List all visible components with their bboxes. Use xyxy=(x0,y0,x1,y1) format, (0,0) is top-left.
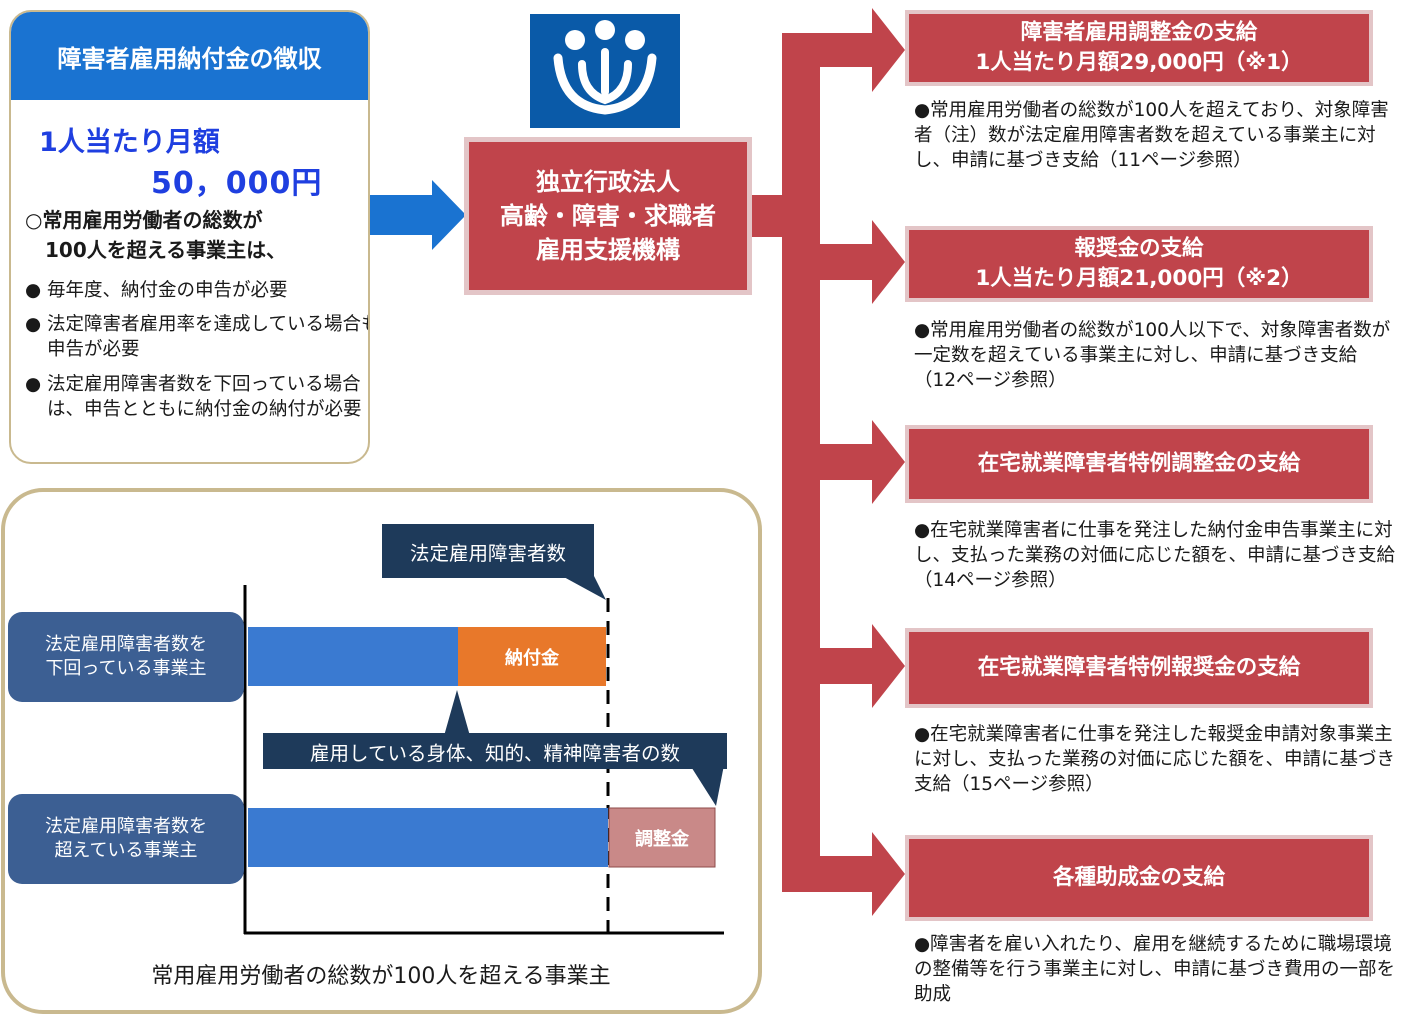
home-work-adjustment-box: 在宅就業障害者特例調整金の支給 xyxy=(905,425,1373,503)
row1-label-line-2: 下回っている事業主 xyxy=(45,658,207,679)
reward-payment-rate: 1人当たり月額21,000円（※2） xyxy=(975,266,1303,291)
organization-logo xyxy=(530,14,680,128)
levy-flow-arrow xyxy=(370,180,466,250)
row-label-above-quota: 法定雇用障害者数を 超えている事業主 xyxy=(8,794,244,884)
levy-segment-label: 納付金 xyxy=(505,647,559,669)
row2-adjust-segment xyxy=(608,807,716,868)
branch-arrow-4 xyxy=(820,624,905,708)
row1-label-line-1: 法定雇用障害者数を xyxy=(45,634,207,655)
adjustment-payment-desc: ●常用雇用労働者の総数が100人を超えており、対象障害者（注）数が法定雇用障害者… xyxy=(914,100,1389,171)
trunk xyxy=(782,52,820,877)
home-work-reward-title: 在宅就業障害者特例報奨金の支給 xyxy=(977,655,1301,680)
levy-bullet-2: 法定障害者雇用率を達成している場合も申告が必要 xyxy=(25,312,368,362)
levy-condition-title: ○常用雇用労働者の総数が 100人を超える事業主は、 xyxy=(25,205,365,265)
reward-payment-title: 報奨金の支給 xyxy=(1074,236,1204,261)
branch-arrow-5 xyxy=(782,832,905,916)
home-work-reward-desc: ●在宅就業障害者に仕事を発注した報奨金申請対象事業主に対し、支払った業務の対価に… xyxy=(914,724,1396,795)
reward-payment-box: 報奨金の支給 1人当たり月額21,000円（※2） xyxy=(905,226,1373,302)
adjustment-payment-box: 障害者雇用調整金の支給 1人当たり月額29,000円（※1） xyxy=(905,10,1373,86)
organization-line-1: 独立行政法人 xyxy=(536,168,680,196)
reward-payment-desc: ●常用雇用労働者の総数が100人以下で、対象障害者数が一定数を超えている事業主に… xyxy=(914,320,1391,391)
levy-card: 障害者雇用納付金の徴収 1人当たり月額 50，000円 ○常用雇用労働者の総数が… xyxy=(9,10,370,464)
employed-callout: 雇用している身体、知的、精神障害者の数 xyxy=(263,733,727,769)
row1-levy-segment xyxy=(458,627,606,686)
levy-header: 障害者雇用納付金の徴収 xyxy=(11,12,368,100)
adjust-segment-label: 調整金 xyxy=(635,828,689,850)
row-label-below-quota: 法定雇用障害者数を 下回っている事業主 xyxy=(8,612,244,702)
subsidy-box: 各種助成金の支給 xyxy=(905,835,1373,921)
jeed-logo-icon xyxy=(553,20,657,115)
levy-bullet-1: 毎年度、納付金の申告が必要 xyxy=(25,278,368,303)
levy-condition-line-1: ○常用雇用労働者の総数が xyxy=(25,208,263,232)
home-work-adjustment-desc: ●在宅就業障害者に仕事を発注した納付金申告事業主に対し、支払った業務の対価に応じ… xyxy=(914,520,1396,591)
levy-condition-line-2: 100人を超える事業主は、 xyxy=(45,238,287,262)
branch-arrows xyxy=(782,8,905,916)
organization-box: 独立行政法人 高齢・障害・求職者 雇用支援機構 xyxy=(464,137,752,295)
adjustment-payment-rate: 1人当たり月額29,000円（※1） xyxy=(975,50,1303,75)
row2-employed-bar xyxy=(248,808,608,867)
employed-callout-pointer-up xyxy=(444,690,470,736)
employed-callout-pointer-down xyxy=(690,765,724,806)
levy-rate-label: 1人当たり月額 xyxy=(39,127,220,158)
home-work-adjustment-title: 在宅就業障害者特例調整金の支給 xyxy=(977,451,1301,476)
quota-callout: 法定雇用障害者数 xyxy=(382,524,594,578)
home-work-reward-box: 在宅就業障害者特例報奨金の支給 xyxy=(905,628,1373,708)
chart-caption: 常用雇用労働者の総数が100人を超える事業主 xyxy=(151,964,611,989)
branch-arrow-3 xyxy=(820,420,905,504)
organization-line-3: 雇用支援機構 xyxy=(536,236,680,264)
branch-arrow-1 xyxy=(782,8,905,92)
quota-callout-pointer xyxy=(562,576,606,600)
branch-arrow-2 xyxy=(820,220,905,304)
row1-employed-bar xyxy=(248,627,458,686)
row2-label-line-1: 法定雇用障害者数を xyxy=(45,816,207,837)
adjustment-payment-title: 障害者雇用調整金の支給 xyxy=(1020,20,1258,45)
subsidy-desc: ●障害者を雇い入れたり、雇用を継続するために職場環境の整備等を行う事業主に対し、… xyxy=(914,934,1396,1005)
organization-line-2: 高齢・障害・求職者 xyxy=(500,202,716,230)
row2-label-line-2: 超えている事業主 xyxy=(54,840,198,861)
subsidy-title: 各種助成金の支給 xyxy=(1052,865,1225,890)
levy-bullet-3: 法定雇用障害者数を下回っている場合は、申告とともに納付金の納付が必要 xyxy=(25,372,368,422)
levy-rate-amount: 50，000円 xyxy=(151,166,323,201)
